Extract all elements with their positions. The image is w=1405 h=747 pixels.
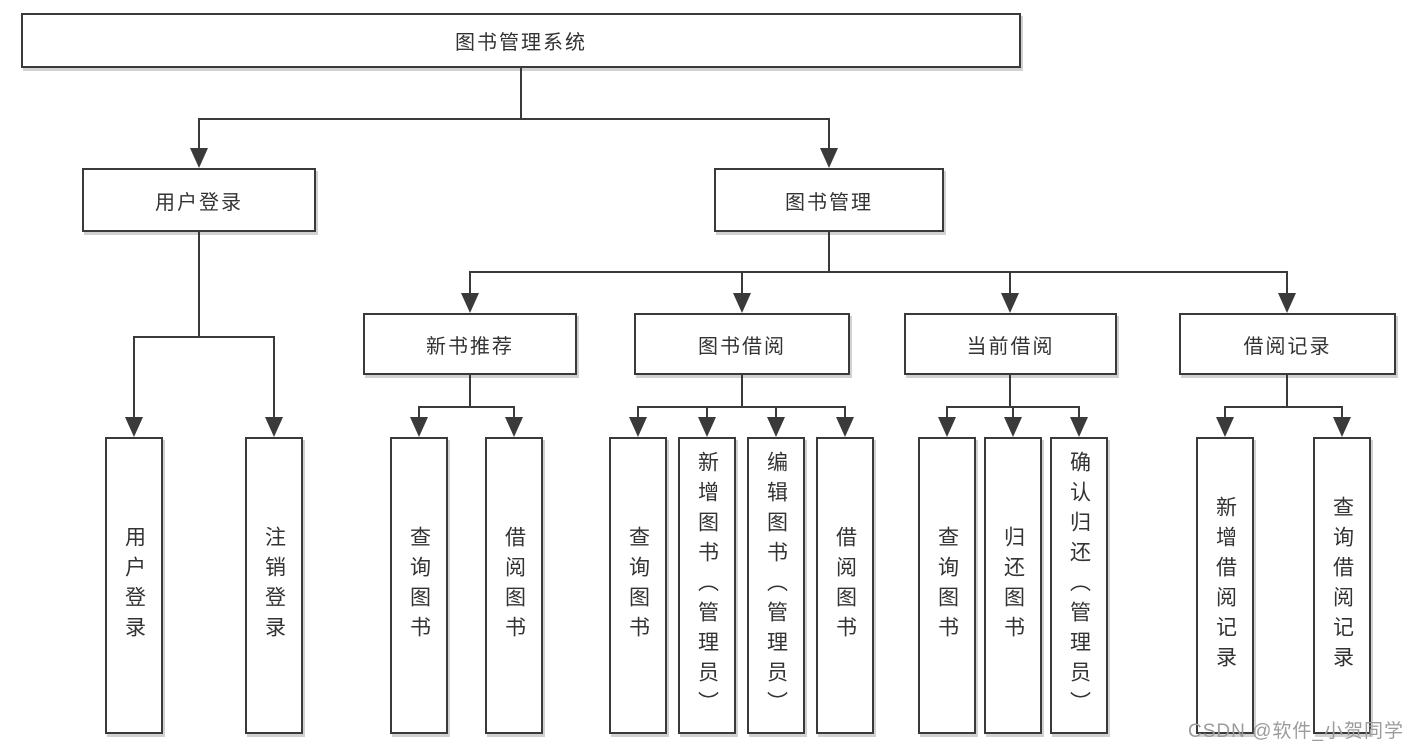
connector-line xyxy=(775,406,777,419)
leaf-label: 查询借阅记录 xyxy=(1330,495,1354,676)
leaf-label: 用户登录 xyxy=(122,525,146,646)
node-add-books-admin-leaf: 新增图书（管理员） xyxy=(678,437,736,734)
connector-line xyxy=(1341,406,1343,419)
connector-line xyxy=(133,336,275,338)
connector-line xyxy=(198,118,200,152)
connector-line xyxy=(741,271,743,295)
connector-line xyxy=(1286,375,1288,408)
arrow-down-icon xyxy=(1216,417,1234,437)
leaf-label: 借阅图书 xyxy=(833,525,857,646)
node-user-login-leaf: 用户登录 xyxy=(105,437,163,734)
leaf-label: 新增图书（管理员） xyxy=(695,450,719,721)
leaf-label: 借阅图书 xyxy=(502,525,526,646)
arrow-down-icon xyxy=(1333,417,1351,437)
connector-line xyxy=(1009,375,1011,408)
node-query-borrow-record-leaf: 查询借阅记录 xyxy=(1313,437,1371,734)
connector-line xyxy=(844,406,846,419)
connector-line xyxy=(637,406,639,419)
leaf-label: 编辑图书（管理员） xyxy=(764,450,788,721)
node-query-books-leaf: 查询图书 xyxy=(918,437,976,734)
arrow-down-icon xyxy=(629,417,647,437)
node-borrow-books-leaf: 借阅图书 xyxy=(816,437,874,734)
connector-line xyxy=(946,406,1080,408)
leaf-label: 查询图书 xyxy=(626,525,650,646)
connector-line xyxy=(133,336,135,419)
arrow-down-icon xyxy=(767,417,785,437)
node-user-login: 用户登录 xyxy=(82,168,316,232)
node-book-borrow: 图书借阅 xyxy=(634,313,850,375)
node-new-book-recommend: 新书推荐 xyxy=(363,313,577,375)
connector-line xyxy=(469,375,471,408)
node-current-borrow: 当前借阅 xyxy=(904,313,1117,375)
node-library-management-system: 图书管理系统 xyxy=(21,13,1021,68)
node-borrow-records: 借阅记录 xyxy=(1179,313,1396,375)
connector-line xyxy=(1078,406,1080,419)
connector-line xyxy=(469,271,471,295)
arrow-down-icon xyxy=(836,417,854,437)
connector-line xyxy=(741,375,743,408)
arrow-down-icon xyxy=(1278,293,1296,313)
arrow-down-icon xyxy=(1001,293,1019,313)
node-book-management: 图书管理 xyxy=(714,168,944,232)
connector-line xyxy=(706,406,708,419)
leaf-label: 查询图书 xyxy=(935,525,959,646)
node-return-books-leaf: 归还图书 xyxy=(984,437,1042,734)
connector-line xyxy=(418,406,420,419)
leaf-label: 新增借阅记录 xyxy=(1213,495,1237,676)
connector-line xyxy=(469,271,1288,273)
connector-line xyxy=(273,336,275,419)
connector-line xyxy=(828,118,830,152)
arrow-down-icon xyxy=(938,417,956,437)
arrow-down-icon xyxy=(820,148,838,168)
arrow-down-icon xyxy=(1070,417,1088,437)
leaf-label: 确认归还（管理员） xyxy=(1067,450,1091,721)
arrow-down-icon xyxy=(125,417,143,437)
arrow-down-icon xyxy=(461,293,479,313)
arrow-down-icon xyxy=(265,417,283,437)
connector-line xyxy=(1009,271,1011,295)
node-add-borrow-record-leaf: 新增借阅记录 xyxy=(1196,437,1254,734)
connector-line xyxy=(946,406,948,419)
node-query-books-leaf: 查询图书 xyxy=(390,437,448,734)
connector-line xyxy=(637,406,846,408)
node-borrow-books-leaf: 借阅图书 xyxy=(485,437,543,734)
connector-line xyxy=(1224,406,1343,408)
arrow-down-icon xyxy=(733,293,751,313)
node-query-books-leaf: 查询图书 xyxy=(609,437,667,734)
connector-line xyxy=(1012,406,1014,419)
arrow-down-icon xyxy=(1004,417,1022,437)
arrow-down-icon xyxy=(505,417,523,437)
leaf-label: 注销登录 xyxy=(262,525,286,646)
node-confirm-return-admin-leaf: 确认归还（管理员） xyxy=(1050,437,1108,734)
leaf-label: 查询图书 xyxy=(407,525,431,646)
node-edit-books-admin-leaf: 编辑图书（管理员） xyxy=(747,437,805,734)
arrow-down-icon xyxy=(410,417,428,437)
connector-line xyxy=(1286,271,1288,295)
connector-line xyxy=(198,232,200,338)
leaf-label: 归还图书 xyxy=(1001,525,1025,646)
watermark-text: CSDN @软件_小贺同学 xyxy=(1188,721,1404,742)
connector-line xyxy=(513,406,515,419)
connector-line xyxy=(828,232,830,273)
connector-line xyxy=(1224,406,1226,419)
connector-line xyxy=(418,406,515,408)
arrow-down-icon xyxy=(190,148,208,168)
connector-line xyxy=(520,68,522,120)
connector-line xyxy=(198,118,830,120)
node-logout-leaf: 注销登录 xyxy=(245,437,303,734)
arrow-down-icon xyxy=(698,417,716,437)
